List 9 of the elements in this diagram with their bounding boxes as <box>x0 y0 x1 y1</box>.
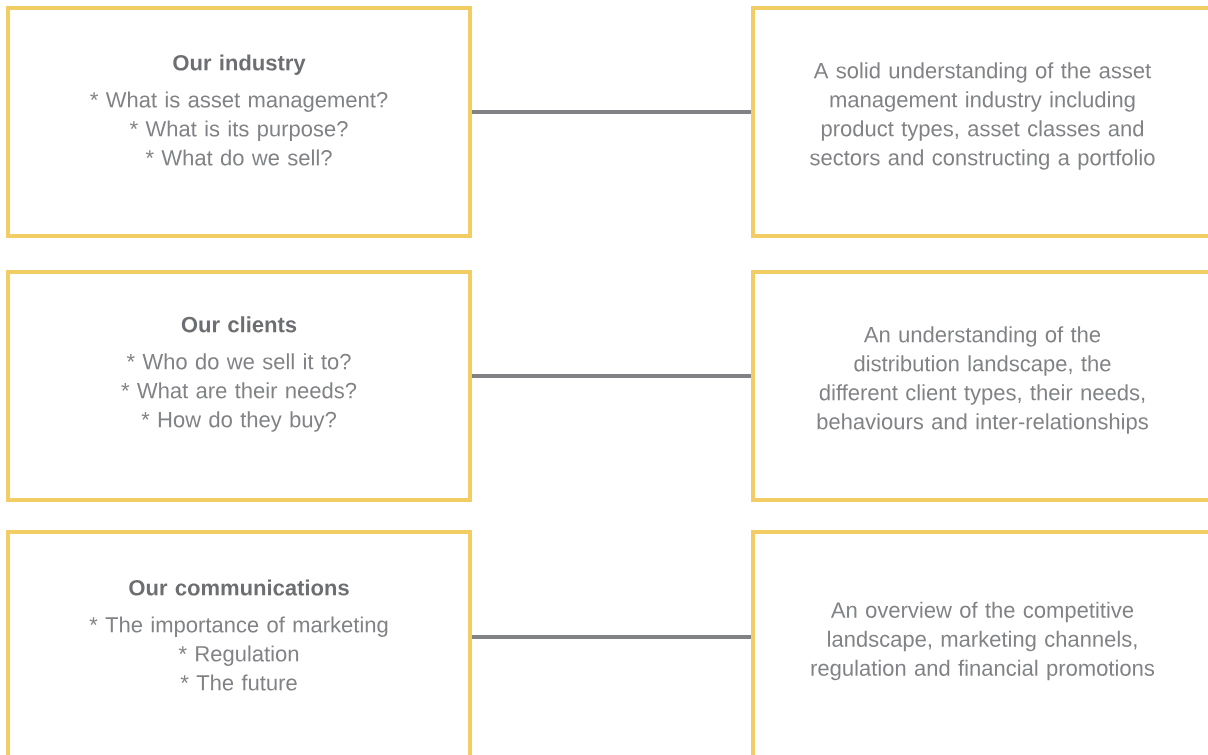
text-box: Our clients * Who do we sell it to? * What are their needs? * How do they buy? <box>6 270 472 502</box>
connector-line <box>472 110 751 114</box>
connector-line <box>472 635 751 639</box>
text-box: Our communications * The importance of marketing * Regulation * The future <box>6 530 472 755</box>
text-box: A solid understanding of the asset management industry including product types, asset classes and sectors and constructing a portfolio <box>751 6 1208 238</box>
connector-line <box>472 374 751 378</box>
text-box: An overview of the competitive landscape, marketing channels, regulation and financial promotions <box>751 530 1208 755</box>
text-box: Our industry * What is asset management? * What is its purpose? * What do we sell? <box>6 6 472 238</box>
text-box: An understanding of the distribution landscape, the different client types, their needs, behaviours and inter-relationships <box>751 270 1208 502</box>
